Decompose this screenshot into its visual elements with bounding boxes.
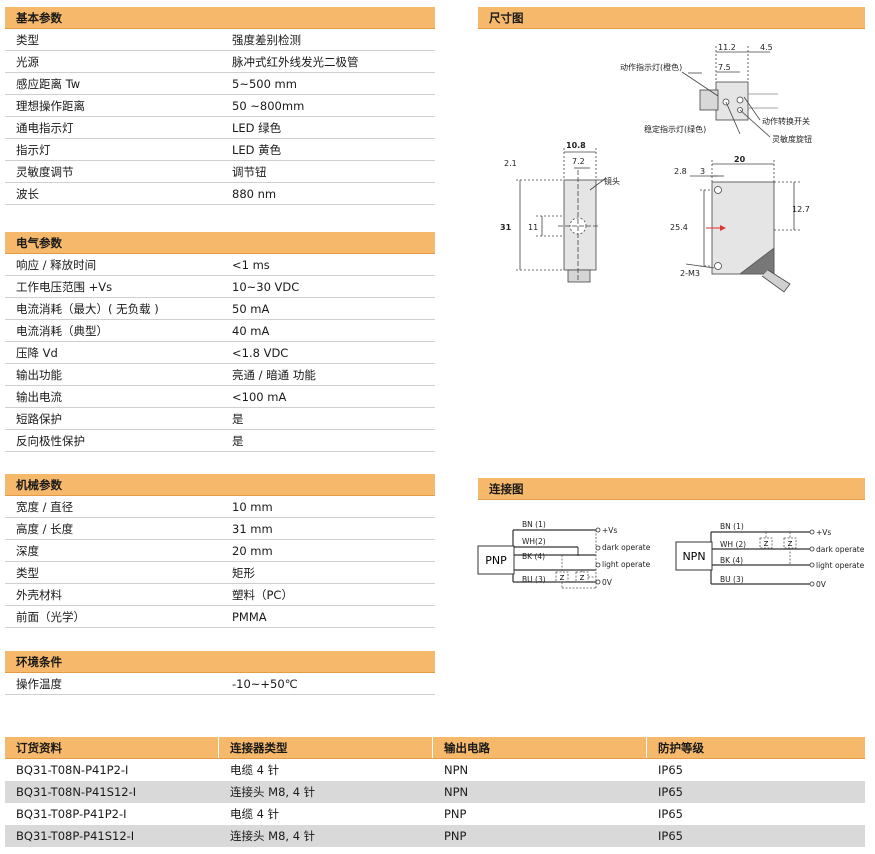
npn-terminal	[809, 581, 815, 587]
lens-label: 镜头	[604, 176, 620, 186]
dim-25-4: 25.4	[670, 223, 688, 232]
dim-11: 11	[528, 223, 538, 232]
order-col-connector: 连接器类型	[219, 737, 433, 758]
npn-wire-bn: BN (1)	[720, 522, 744, 531]
npn-terminal	[809, 529, 815, 535]
table-row: 类型强度差别检测	[5, 29, 435, 51]
pnp-load-2: Z	[580, 574, 585, 582]
environment-title: 环境条件	[5, 651, 435, 673]
environment-table: 环境条件 操作温度-10~+50℃	[5, 651, 435, 695]
pnp-wire-bn: BN (1)	[522, 520, 546, 529]
table-row: 操作温度-10~+50℃	[5, 673, 435, 695]
connection-diagram: PNP Z Z BN (1) WH(2) BK (4) BU (3)	[477, 520, 865, 589]
order-col-output: 输出电路	[433, 737, 647, 758]
npn-load-2: Z	[788, 540, 793, 548]
dim-7-5: 7.5	[718, 63, 731, 72]
table-row: 光源脉冲式红外线发光二极管	[5, 51, 435, 73]
knob-label: 灵敏度旋钮	[772, 134, 812, 144]
dim-7-2: 7.2	[572, 157, 585, 166]
dimension-section: 尺寸图	[478, 7, 865, 29]
order-header: 订货资料 连接器类型 输出电路 防护等级	[5, 737, 865, 759]
pnp-terminal	[595, 579, 601, 585]
dim-2-8: 2.8	[674, 167, 687, 176]
table-row: 压降 Vd<1.8 VDC	[5, 342, 435, 364]
table-row: 类型矩形	[5, 562, 435, 584]
npn-terminal	[809, 562, 815, 568]
dim-12-7: 12.7	[792, 205, 810, 214]
dimension-drawing: 11.2 4.5 7.5 动作指示灯(橙色) 动作转换开关 稳定指示灯(绿色) …	[500, 43, 812, 293]
order-col-model: 订货资料	[5, 737, 219, 758]
npn-wire-bk: BK (4)	[720, 556, 743, 565]
npn-wire-wh: WH (2)	[720, 540, 746, 549]
npn-load-1: Z	[764, 540, 769, 548]
npn-term-dark: dark operate	[816, 545, 865, 554]
basic-params-title: 基本参数	[5, 7, 435, 29]
m3-label: 2-M3	[680, 269, 700, 278]
pnp-terminal	[595, 527, 601, 533]
npn-diagram: NPN Z Z BN (1) WH (2) BK (4) BU (3)	[675, 522, 865, 589]
pnp-wire-bu: BU (3)	[522, 575, 546, 584]
table-row: 响应 / 释放时间<1 ms	[5, 254, 435, 276]
stable-led-label: 稳定指示灯(绿色)	[644, 124, 706, 134]
pnp-term-vs: +Vs	[602, 526, 617, 535]
dim-31: 31	[500, 223, 512, 232]
pnp-terminal	[595, 545, 601, 551]
pnp-wire-bk: BK (4)	[522, 552, 545, 561]
table-row: 电流消耗（典型）40 mA	[5, 320, 435, 342]
table-row: 输出电流<100 mA	[5, 386, 435, 408]
dim-3: 3	[700, 167, 705, 176]
npn-terminal	[809, 546, 815, 552]
pnp-term-light: light operate	[602, 560, 651, 569]
action-led-label: 动作指示灯(橙色)	[620, 62, 682, 72]
pnp-term-dark: dark operate	[602, 543, 651, 552]
pnp-diagram: PNP Z Z BN (1) WH(2) BK (4) BU (3)	[477, 520, 651, 589]
table-row: 灵敏度调节调节钮	[5, 161, 435, 183]
npn-label: NPN	[682, 550, 705, 563]
npn-wire-bu: BU (3)	[720, 575, 744, 584]
table-row: 输出功能亮通 / 暗通 功能	[5, 364, 435, 386]
switch-label: 动作转换开关	[762, 116, 810, 126]
npn-term-light: light operate	[816, 561, 865, 570]
connection-section: 连接图	[478, 478, 865, 500]
pnp-term-0v: 0V	[602, 578, 613, 587]
pnp-wire-wh: WH(2)	[522, 537, 546, 546]
pnp-label: PNP	[485, 554, 507, 567]
order-col-protection: 防护等级	[658, 741, 704, 755]
npn-term-vs: +Vs	[816, 528, 831, 537]
pnp-load-1: Z	[560, 574, 565, 582]
mechanical-params-title: 机械参数	[5, 474, 435, 496]
table-row: 电流消耗（最大）( 无负载 )50 mA	[5, 298, 435, 320]
table-row: 前面（光学）PMMA	[5, 606, 435, 628]
dim-4-5: 4.5	[760, 43, 773, 52]
table-row: 短路保护是	[5, 408, 435, 430]
dim-2-1: 2.1	[504, 159, 517, 168]
dim-20: 20	[734, 155, 746, 164]
table-row: 反向极性保护是	[5, 430, 435, 452]
dimension-title: 尺寸图	[478, 7, 865, 29]
pnp-terminal	[595, 562, 601, 568]
dim-10-8: 10.8	[566, 141, 586, 150]
electrical-params-title: 电气参数	[5, 232, 435, 254]
table-row: 外壳材料塑料（PC）	[5, 584, 435, 606]
connection-title: 连接图	[478, 478, 865, 500]
dim-11-2: 11.2	[718, 43, 736, 52]
npn-term-0v: 0V	[816, 580, 827, 589]
